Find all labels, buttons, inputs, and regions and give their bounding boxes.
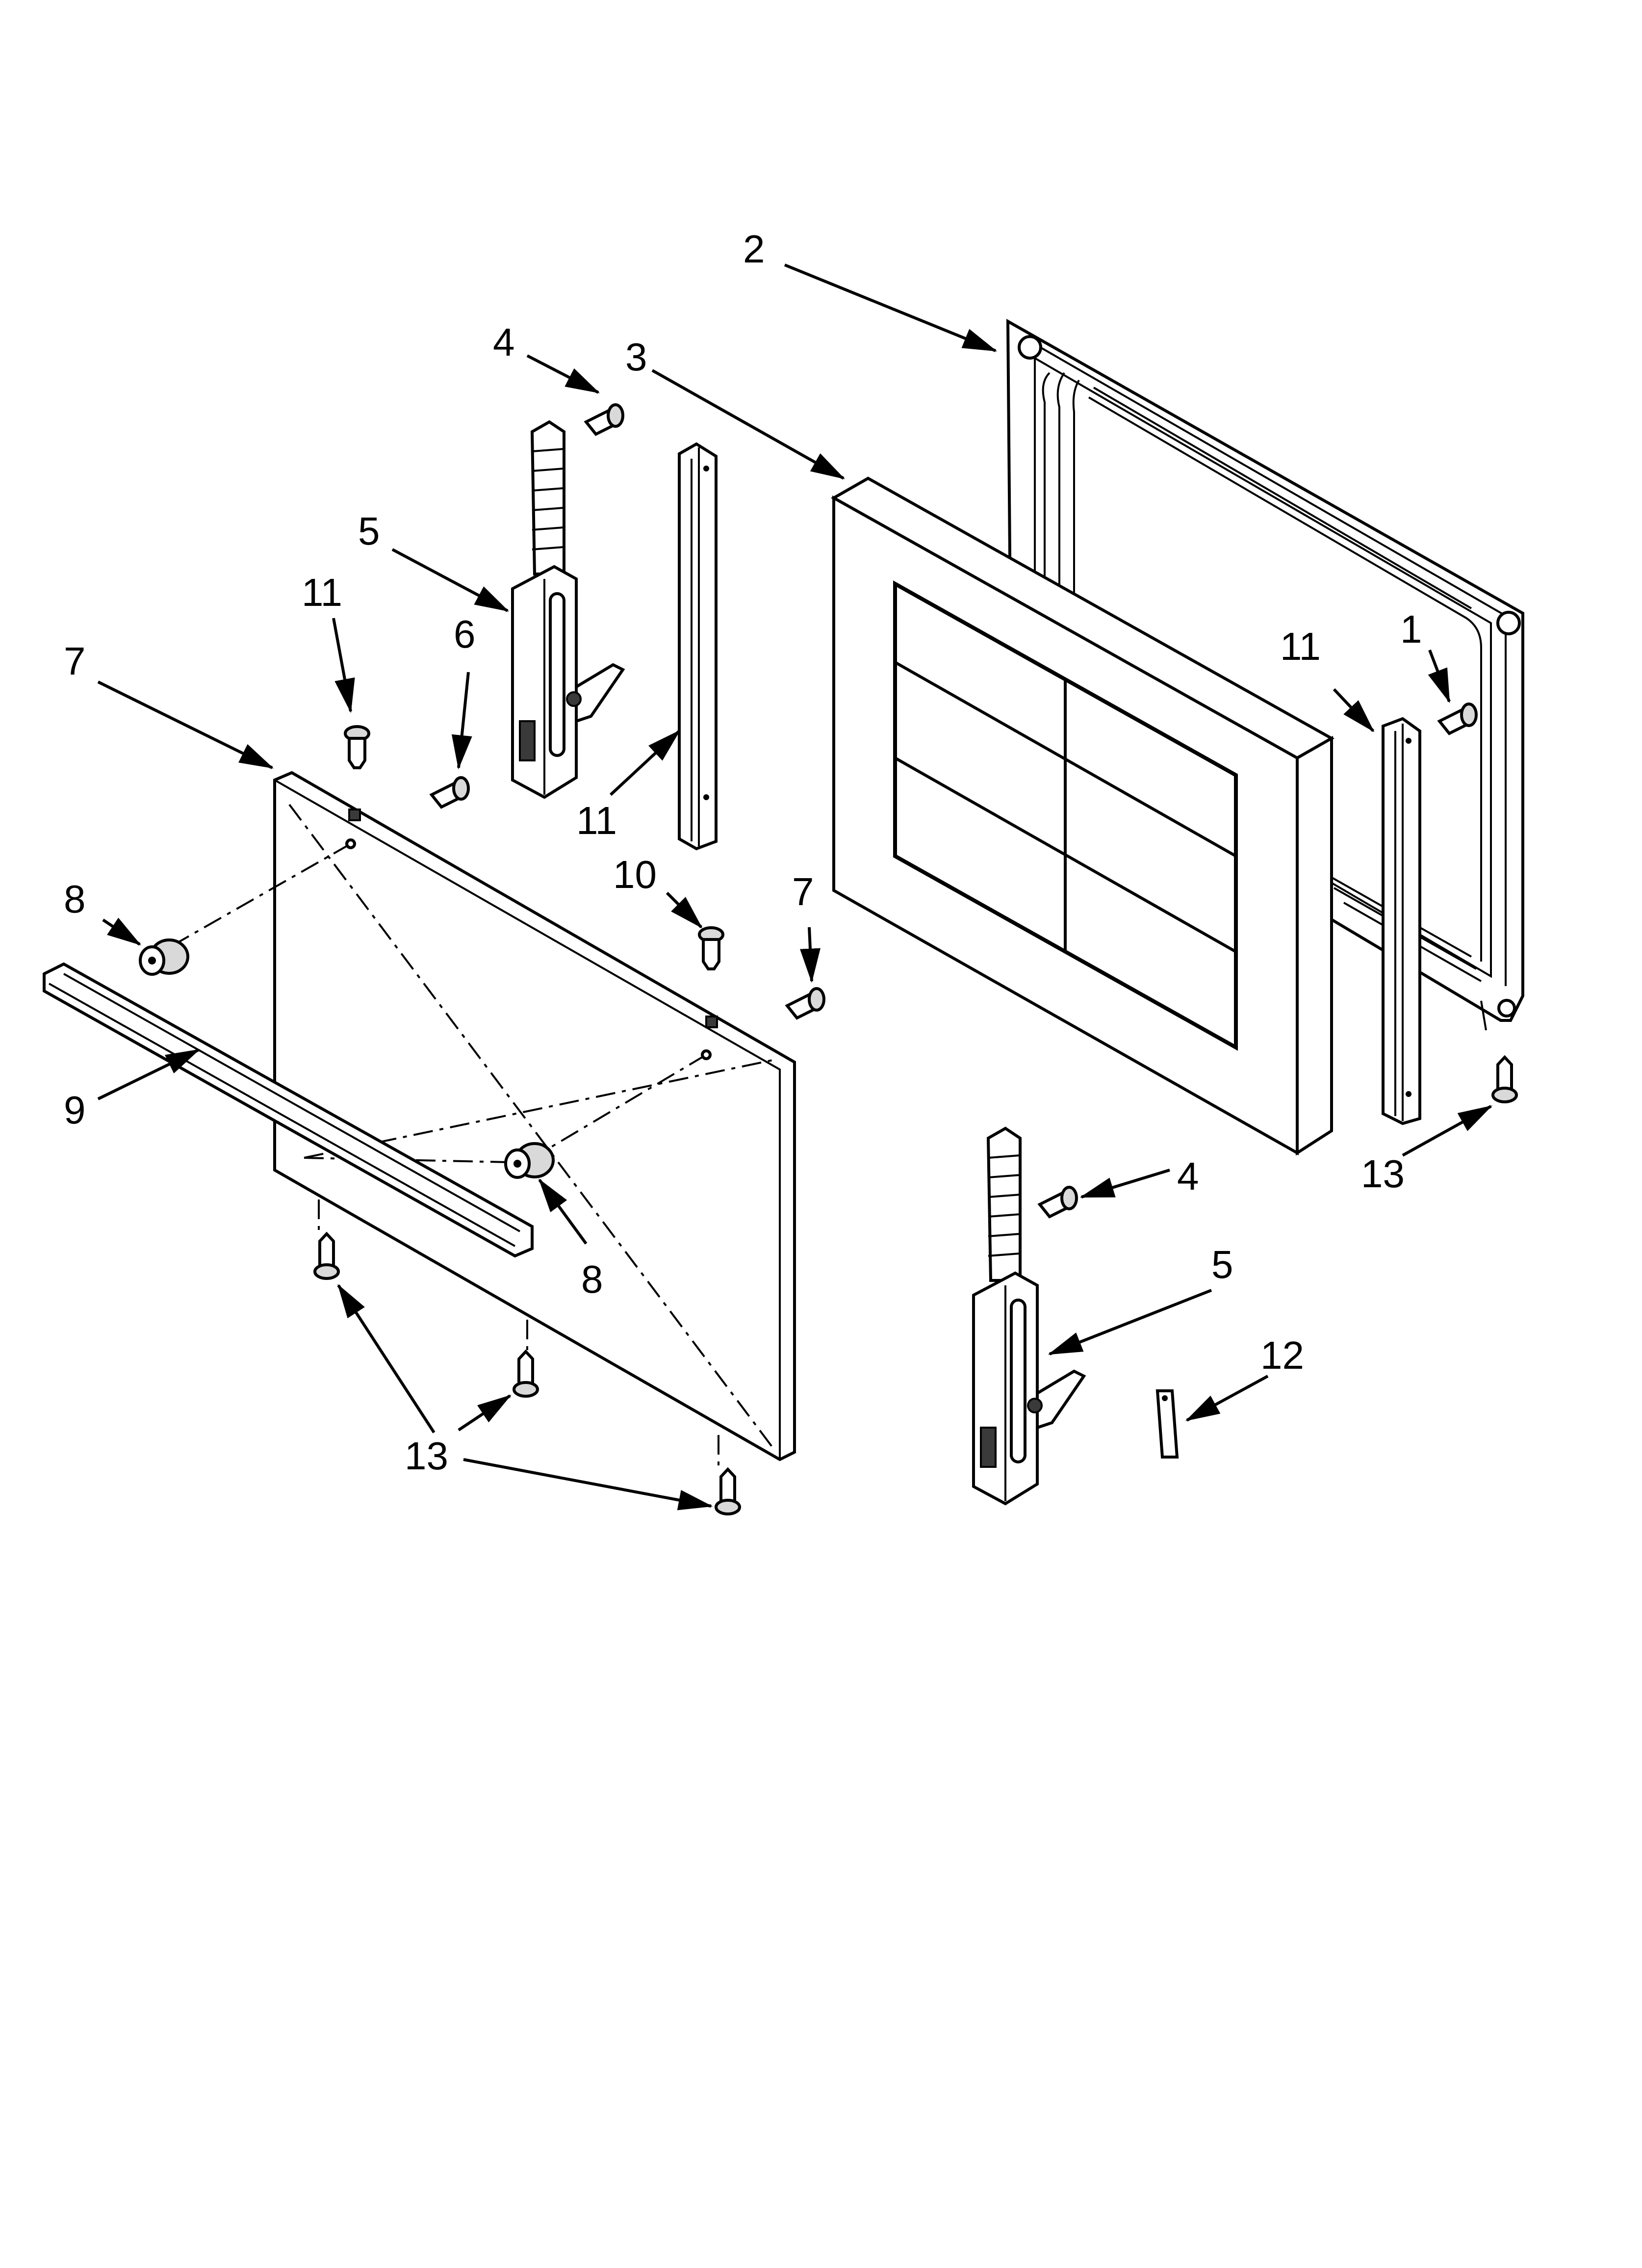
callout-12: 12 [1260, 1333, 1304, 1377]
screw-part-11-top [344, 725, 370, 769]
callout-3: 3 [625, 335, 647, 379]
callout-4-bottom: 4 [1177, 1154, 1199, 1198]
callout-9: 9 [64, 1088, 86, 1132]
callout-5-bottom: 5 [1211, 1243, 1233, 1286]
callout-labels: 1 2 3 4 4 5 5 6 7 7 8 8 9 10 11 11 11 12… [64, 227, 1422, 1478]
bumper-part-8-left [139, 938, 189, 976]
callout-1: 1 [1400, 607, 1422, 651]
callout-7-left: 7 [64, 639, 86, 683]
callout-4-top: 4 [493, 320, 515, 364]
callout-13-left: 13 [405, 1434, 448, 1478]
window-pack-part-3 [830, 476, 1335, 1156]
side-trim-part-11-middle [678, 442, 718, 851]
callout-13-right: 13 [1361, 1152, 1405, 1196]
callout-10: 10 [613, 853, 657, 896]
hinge-part-5-top [511, 420, 625, 799]
outer-door-panel-part-7 [153, 771, 796, 1469]
callout-5-top: 5 [358, 509, 380, 553]
screw-part-1 [1437, 703, 1478, 735]
callout-8-left: 8 [64, 877, 86, 921]
side-trim-part-11-right [1382, 717, 1421, 1125]
screw-part-7 [785, 987, 825, 1020]
screw-part-13-a [313, 1231, 340, 1280]
screw-part-6 [429, 776, 470, 809]
screw-part-13-c [715, 1467, 741, 1515]
callout-11-middle: 11 [576, 799, 617, 842]
callout-8-right: 8 [581, 1257, 603, 1301]
screw-part-10 [698, 926, 724, 970]
screw-part-4-top [584, 403, 624, 436]
screw-part-4-bottom [1037, 1186, 1078, 1219]
callout-7-right: 7 [792, 870, 814, 913]
leader-lines [97, 263, 1493, 1511]
clip-part-12 [1155, 1389, 1179, 1459]
bumper-part-8-right [504, 1142, 555, 1179]
screw-part-13-d [1491, 1055, 1518, 1103]
callout-6: 6 [454, 612, 476, 656]
callout-11-right: 11 [1280, 625, 1321, 668]
callout-2: 2 [743, 227, 765, 271]
callout-11-top: 11 [302, 571, 342, 614]
bottom-trim-part-9 [43, 962, 534, 1258]
screw-part-13-b [513, 1349, 539, 1398]
hinge-part-5-bottom [972, 1126, 1086, 1506]
